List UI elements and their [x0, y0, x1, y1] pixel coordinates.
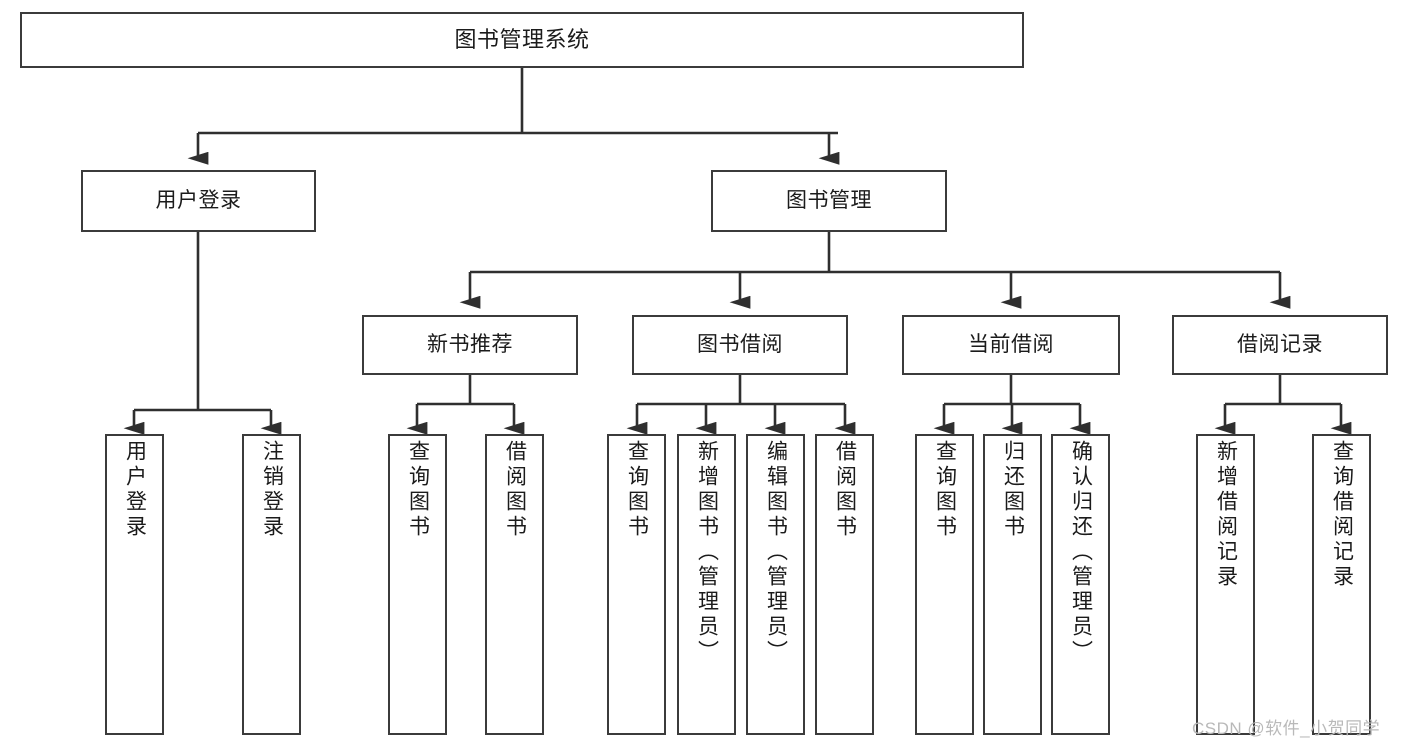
node-label: 确认归还（管理员）: [1069, 440, 1093, 665]
node-new-book-recommend[interactable]: 新书推荐: [362, 315, 578, 375]
node-label: 图书管理: [786, 188, 872, 212]
leaf-add-book[interactable]: 新增图书（管理员）: [677, 434, 736, 735]
node-label: 新增图书（管理员）: [695, 440, 719, 665]
node-label: 查询图书: [625, 440, 649, 540]
node-label: 查询图书: [406, 440, 430, 540]
node-label: 借阅图书: [833, 440, 857, 540]
leaf-logout-login[interactable]: 注销登录: [242, 434, 301, 735]
node-borrow-record[interactable]: 借阅记录: [1172, 315, 1388, 375]
node-root-system[interactable]: 图书管理系统: [20, 12, 1024, 68]
node-label: 借阅图书: [503, 440, 527, 540]
node-current-borrow[interactable]: 当前借阅: [902, 315, 1120, 375]
leaf-query-record[interactable]: 查询借阅记录: [1312, 434, 1371, 735]
leaf-add-record[interactable]: 新增借阅记录: [1196, 434, 1255, 735]
node-label: 当前借阅: [968, 332, 1054, 356]
node-label: 编辑图书（管理员）: [764, 440, 788, 665]
leaf-query-book-3[interactable]: 查询图书: [915, 434, 974, 735]
node-book-management[interactable]: 图书管理: [711, 170, 947, 232]
node-label: 注销登录: [260, 440, 284, 540]
node-label: 用户登录: [123, 440, 147, 540]
node-label: 归还图书: [1001, 440, 1025, 540]
node-user-login[interactable]: 用户登录: [81, 170, 316, 232]
leaf-query-book-1[interactable]: 查询图书: [388, 434, 447, 735]
leaf-borrow-book-1[interactable]: 借阅图书: [485, 434, 544, 735]
node-label: 查询借阅记录: [1330, 440, 1354, 590]
node-label: 借阅记录: [1237, 332, 1323, 356]
node-book-borrow[interactable]: 图书借阅: [632, 315, 848, 375]
leaf-return-book[interactable]: 归还图书: [983, 434, 1042, 735]
leaf-confirm-return[interactable]: 确认归还（管理员）: [1051, 434, 1110, 735]
node-label: 新书推荐: [427, 332, 513, 356]
leaf-edit-book[interactable]: 编辑图书（管理员）: [746, 434, 805, 735]
csdn-watermark: CSDN @软件_小贺同学: [1192, 719, 1381, 738]
leaf-borrow-book-2[interactable]: 借阅图书: [815, 434, 874, 735]
node-label: 用户登录: [155, 188, 242, 212]
node-label: 查询图书: [933, 440, 957, 540]
leaf-query-book-2[interactable]: 查询图书: [607, 434, 666, 735]
leaf-user-login[interactable]: 用户登录: [105, 434, 164, 735]
node-label: 新增借阅记录: [1214, 440, 1238, 590]
node-label: 图书管理系统: [454, 27, 590, 53]
node-label: 图书借阅: [697, 332, 783, 356]
